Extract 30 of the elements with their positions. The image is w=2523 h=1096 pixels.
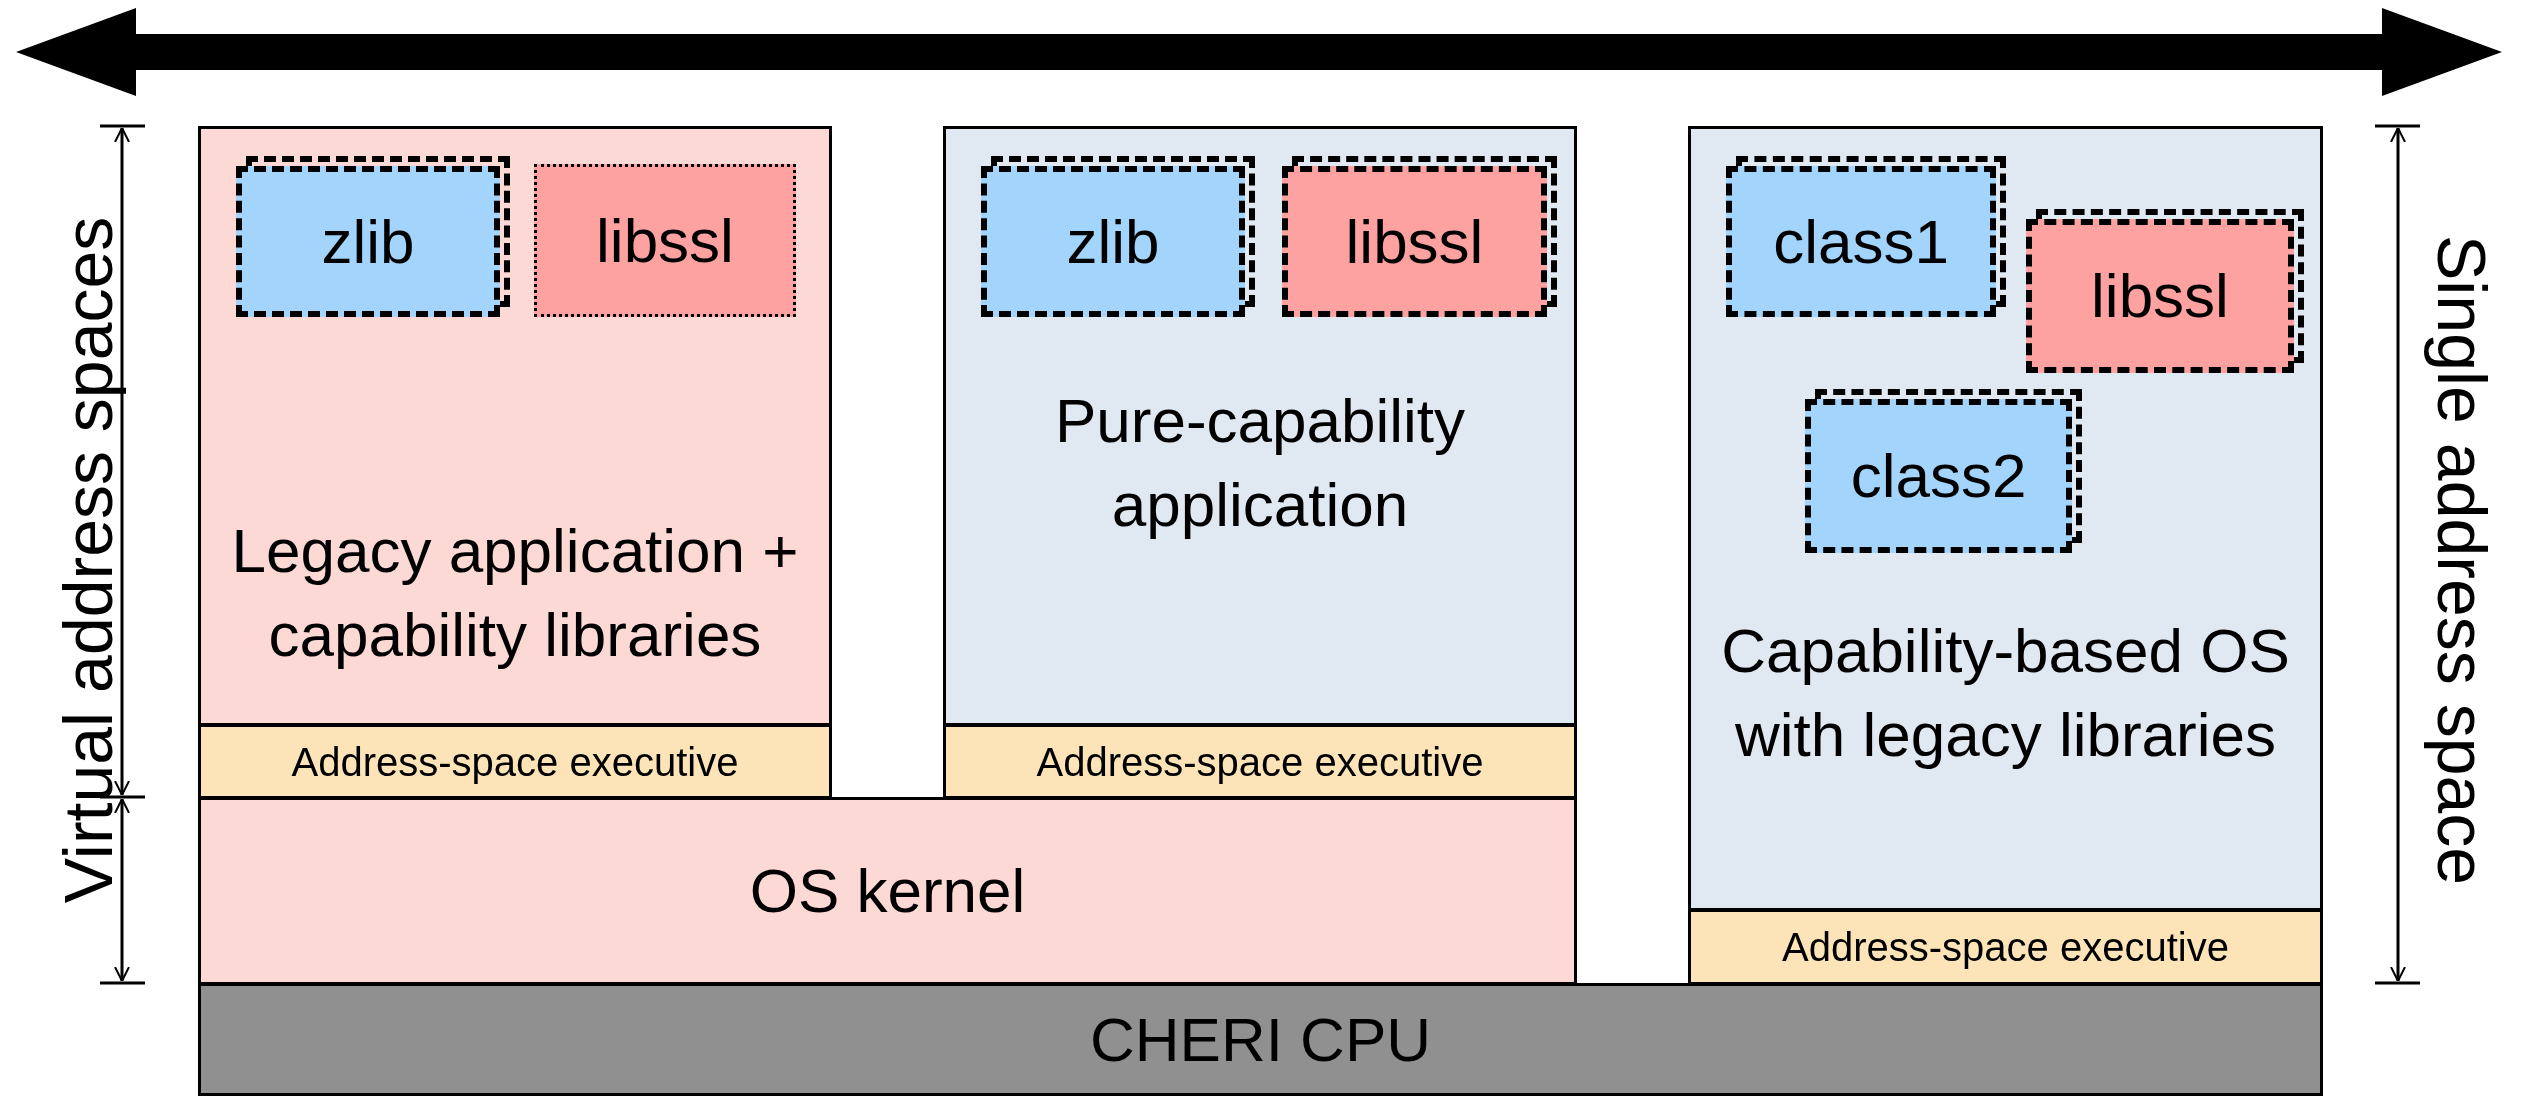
library-label: class2	[1850, 440, 2028, 513]
library-box	[1805, 389, 2082, 553]
library-box	[534, 164, 796, 317]
cpu-label: CHERI CPU	[1090, 1003, 1431, 1076]
application-box	[1688, 126, 2323, 911]
library-box	[2026, 209, 2304, 373]
application-box	[198, 126, 832, 726]
library-box	[236, 156, 510, 317]
executive-label: Address-space executive	[1036, 738, 1484, 786]
kernel-bar	[198, 797, 1577, 985]
executive-bar	[943, 724, 1577, 799]
application-box	[943, 126, 1577, 726]
library-label: libssl	[2091, 260, 2230, 333]
application-label: Pure-capability application	[1053, 385, 1467, 541]
library-label: libssl	[1345, 205, 1485, 278]
application-label: Capability-based OS with legacy libraries	[1720, 615, 2291, 771]
kernel-label: OS kernel	[749, 855, 1026, 928]
executive-bar	[1688, 909, 2323, 985]
executive-label: Address-space executive	[291, 738, 739, 786]
library-label: zlib	[1066, 205, 1161, 278]
cpu-bar	[198, 983, 2323, 1096]
executive-bar	[198, 724, 832, 799]
library-box	[981, 156, 1255, 317]
executive-label: Address-space executive	[1782, 924, 2229, 971]
library-box	[1282, 156, 1557, 317]
library-box	[1726, 156, 2006, 317]
library-label: class1	[1773, 205, 1950, 278]
library-label: libssl	[596, 204, 734, 277]
library-label: zlib	[321, 205, 416, 278]
application-label: Legacy application + capability libraries	[230, 515, 800, 671]
